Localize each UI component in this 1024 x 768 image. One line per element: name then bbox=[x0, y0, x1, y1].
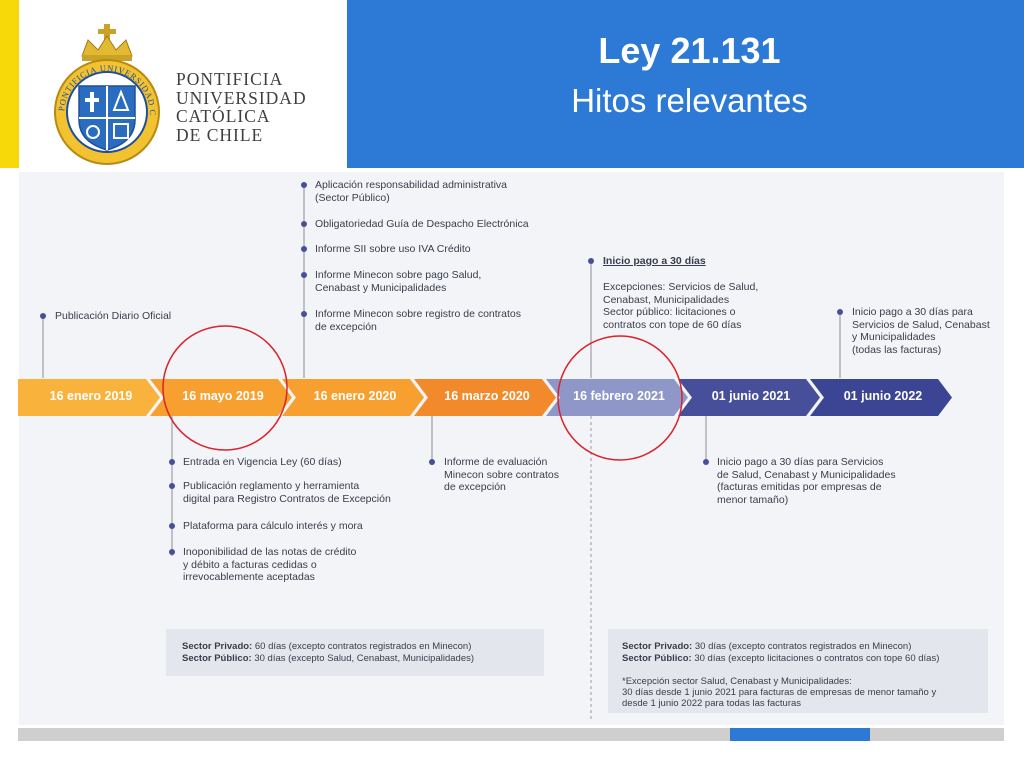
milestone-label-4: 16 marzo 2020 bbox=[444, 389, 530, 403]
title-panel: Ley 21.131 Hitos relevantes bbox=[347, 0, 1024, 168]
yellow-accent-bar bbox=[0, 0, 19, 168]
note-mayo2019-1: Entrada en Vigencia Ley (60 días) bbox=[183, 456, 342, 468]
box-right-footnote: *Excepción sector Salud, Cenabast y Muni… bbox=[622, 676, 937, 709]
dot bbox=[169, 459, 175, 465]
dot bbox=[169, 483, 175, 489]
dot bbox=[40, 313, 46, 319]
wordmark-line-1: PONTIFICIA bbox=[176, 69, 284, 89]
note-enero2020-2: Obligatoriedad Guía de Despacho Electrón… bbox=[315, 218, 529, 230]
milestone-chevron-7 bbox=[810, 379, 952, 416]
note-feb2021-heading: Inicio pago a 30 días bbox=[603, 255, 706, 267]
milestone-chevron-3 bbox=[282, 379, 424, 416]
milestone-chevron-2 bbox=[150, 379, 292, 416]
footer-accent bbox=[730, 728, 870, 741]
highlight-circle-feb2021 bbox=[557, 335, 683, 461]
wordmark-line-3: CATÓLICA bbox=[176, 106, 271, 126]
box-right-publico: Sector Público: 30 días (excepto licitac… bbox=[622, 653, 940, 664]
milestone-label-2: 16 mayo 2019 bbox=[182, 389, 264, 403]
milestone-label-7: 01 junio 2022 bbox=[843, 389, 923, 403]
wordmark-line-2: UNIVERSIDAD bbox=[176, 87, 307, 108]
dot bbox=[588, 258, 594, 264]
wordmark-line-4: DE CHILE bbox=[176, 124, 264, 145]
dot bbox=[301, 182, 307, 188]
dot bbox=[301, 272, 307, 278]
note-enero2020-5: Informe Minecon sobre registro de contra… bbox=[315, 308, 522, 333]
highlight-circle-mayo2019 bbox=[162, 325, 288, 451]
box-right-privado: Sector Privado: 30 días (excepto contrat… bbox=[622, 641, 912, 652]
milestone-label-5: 16 febrero 2021 bbox=[573, 389, 665, 403]
milestone-chevron-5 bbox=[546, 379, 688, 416]
info-box-left: Sector Privado: 60 días (excepto contrat… bbox=[166, 629, 544, 676]
dot bbox=[169, 523, 175, 529]
info-box-right: Sector Privado: 30 días (excepto contrat… bbox=[608, 629, 988, 713]
note-enero2020-4: Informe Minecon sobre pago Salud,Cenabas… bbox=[315, 269, 482, 294]
milestone-chevron-6 bbox=[678, 379, 820, 416]
note-mayo2019-3: Plataforma para cálculo interés y mora bbox=[183, 520, 363, 532]
dot bbox=[301, 246, 307, 252]
note-enero2020-3: Informe SII sobre uso IVA Crédito bbox=[315, 243, 471, 255]
dot bbox=[703, 459, 709, 465]
milestone-chevron-1 bbox=[18, 379, 160, 416]
dot bbox=[169, 549, 175, 555]
box-left-publico: Sector Público: 30 días (excepto Salud, … bbox=[182, 653, 475, 664]
dot bbox=[837, 309, 843, 315]
dot bbox=[301, 221, 307, 227]
slide-title: Ley 21.131 bbox=[598, 30, 781, 71]
slide-subtitle: Hitos relevantes bbox=[571, 82, 808, 119]
note-publicacion-diario: Publicación Diario Oficial bbox=[55, 310, 172, 322]
university-wordmark: PONTIFICIA UNIVERSIDAD CATÓLICA DE CHILE bbox=[176, 70, 346, 144]
milestone-label-6: 01 junio 2021 bbox=[711, 389, 791, 403]
note-enero2020-1: Aplicación responsabilidad administrativ… bbox=[315, 179, 508, 204]
university-seal: PONTIFICIA UNIVERSIDAD CATÓLICA DE CHILE bbox=[49, 14, 164, 167]
dot bbox=[429, 459, 435, 465]
milestone-chevron-4 bbox=[414, 379, 556, 416]
dot bbox=[301, 311, 307, 317]
note-feb2021-body: Excepciones: Servicios de Salud,Cenabast… bbox=[603, 281, 759, 331]
milestone-label-3: 16 enero 2020 bbox=[313, 389, 397, 403]
milestone-label-1: 16 enero 2019 bbox=[49, 389, 133, 403]
box-left-privado: Sector Privado: 60 días (excepto contrat… bbox=[182, 641, 472, 652]
